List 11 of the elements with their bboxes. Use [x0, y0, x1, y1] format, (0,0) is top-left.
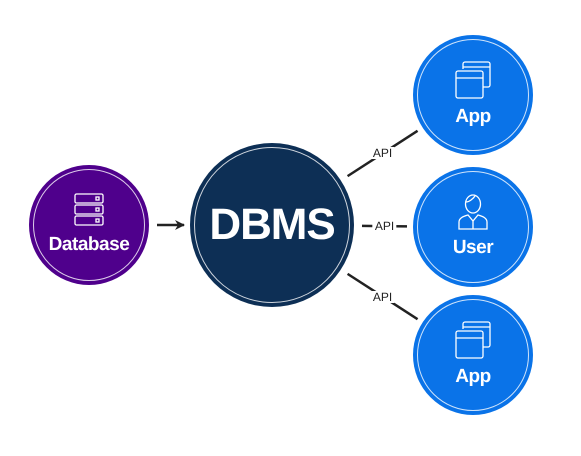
node-label: DBMS — [209, 203, 335, 247]
edge-label: API — [370, 290, 394, 303]
node-label: App — [455, 365, 491, 389]
edge-label: API — [370, 147, 394, 160]
node-label: App — [455, 105, 491, 129]
connector-line — [346, 272, 418, 320]
edge-label: API — [372, 220, 396, 232]
connector-line — [346, 130, 418, 178]
arrow — [157, 220, 185, 230]
node-label: Database — [48, 233, 130, 257]
node-label: User — [452, 236, 494, 260]
